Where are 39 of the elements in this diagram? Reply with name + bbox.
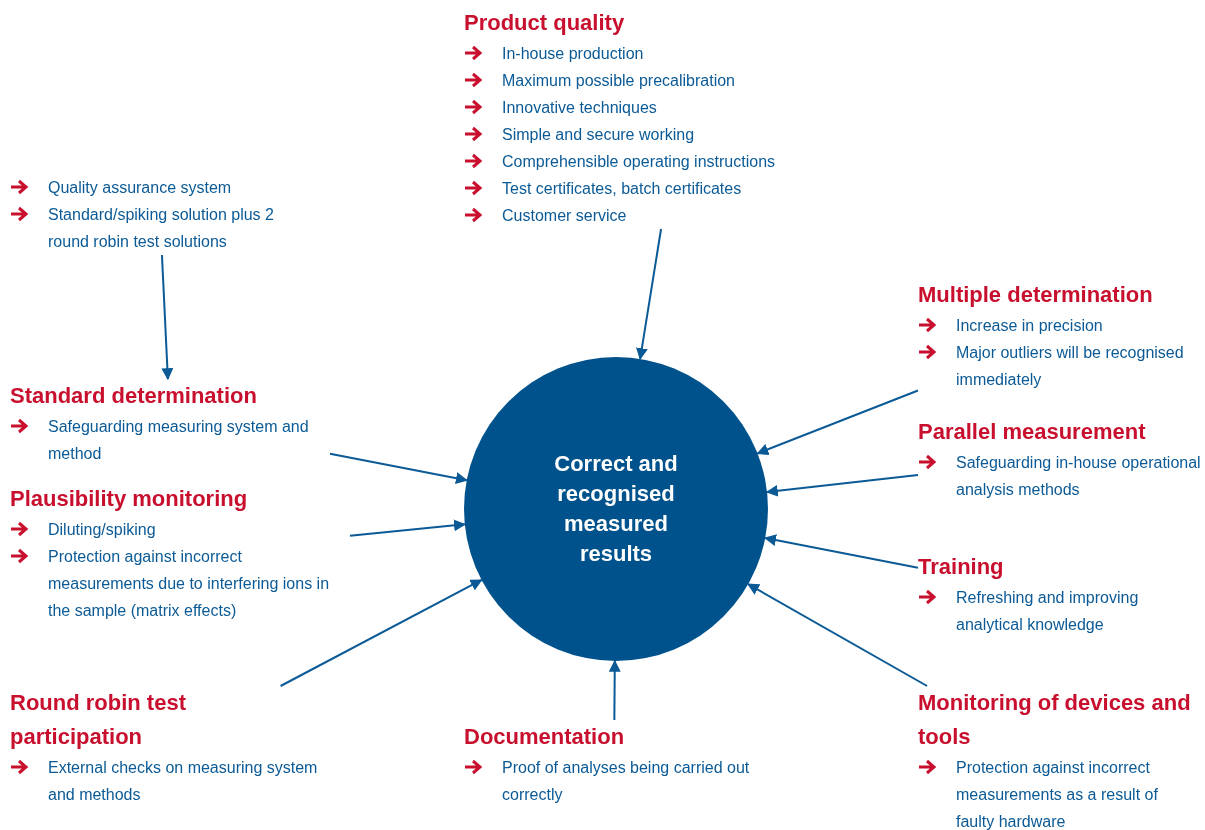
section-heading: Documentation (464, 723, 626, 751)
list-item: Protection against incorrect measurements due to interfering ions in the sample (matrix effects) (48, 547, 331, 621)
list-item: Major outliers will be recognised immediately (956, 343, 1185, 390)
arrow (349, 519, 466, 537)
arrow (756, 389, 919, 456)
arrow (765, 474, 919, 497)
list-item: Protection against incorrect measurements as a result of faulty hardware (956, 758, 1159, 830)
arrow (635, 228, 663, 361)
section-heading: Parallel measurement (918, 418, 1147, 446)
list-item: Innovative techniques (502, 98, 657, 118)
section-heading: Monitoring of devices and tools (918, 689, 1192, 751)
list-item: Standard/spiking solution plus 2 round robin test solutions (48, 205, 275, 252)
list-item: In-house production (502, 44, 644, 64)
list-item: Maximum possible precalibration (502, 71, 735, 91)
list-item: Safeguarding in-house operational analysis methods (956, 453, 1202, 500)
list-item: Customer service (502, 206, 627, 226)
arrow (279, 578, 483, 687)
list-item: Quality assurance system (48, 178, 232, 198)
arrow (329, 452, 468, 485)
arrow (747, 583, 929, 687)
section-heading: Multiple determination (918, 281, 1154, 309)
list-item: Safeguarding measuring system and method (48, 417, 310, 464)
list-item: Comprehensible operating instructions (502, 152, 776, 172)
section-heading: Round robin test participation (10, 689, 187, 751)
arrow (160, 254, 174, 381)
list-item: External checks on measuring system and methods (48, 758, 319, 805)
arrow (764, 534, 919, 569)
circle-label: Correct and recognised measured results (553, 450, 679, 568)
section-heading: Standard determination (10, 382, 258, 410)
list-item: Increase in precision (956, 316, 1103, 336)
list-item: Proof of analyses being carried out correctly (502, 758, 751, 805)
list-item: Simple and secure working (502, 125, 695, 145)
list-item: Diluting/spiking (48, 520, 156, 540)
arrow (608, 659, 621, 721)
section-heading: Plausibility monitoring (10, 485, 249, 513)
section-heading: Product quality (464, 9, 626, 37)
section-heading: Training (918, 553, 1005, 581)
list-item: Refreshing and improving analytical knowledge (956, 588, 1140, 635)
list-item: Test certificates, batch certificates (502, 179, 742, 199)
